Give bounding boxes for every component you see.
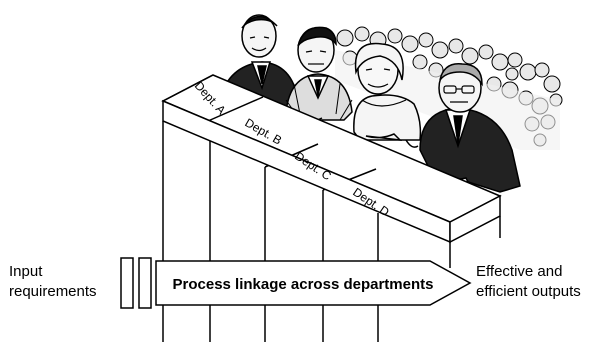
input-gate-1 — [120, 257, 134, 309]
person-dept-d-illustration — [419, 63, 521, 193]
input-label-line-2: requirements — [9, 283, 97, 300]
outputs-label: Effective and efficient outputs — [476, 262, 603, 302]
output-label-line-2: efficient outputs — [476, 283, 581, 300]
person-dept-c-illustration — [353, 42, 422, 148]
output-label-line-1: Effective and — [476, 263, 563, 280]
input-label-line-1: Input — [9, 263, 43, 280]
process-arrow-label: Process linkage across departments — [173, 276, 434, 293]
divider-a-b — [207, 96, 264, 122]
input-gate-2 — [138, 257, 152, 309]
input-gates — [120, 257, 152, 309]
person-dept-b-illustration — [285, 26, 353, 122]
input-requirements-label: Input requirements — [9, 262, 121, 302]
department-desk — [161, 74, 502, 342]
process-arrow — [155, 260, 472, 306]
